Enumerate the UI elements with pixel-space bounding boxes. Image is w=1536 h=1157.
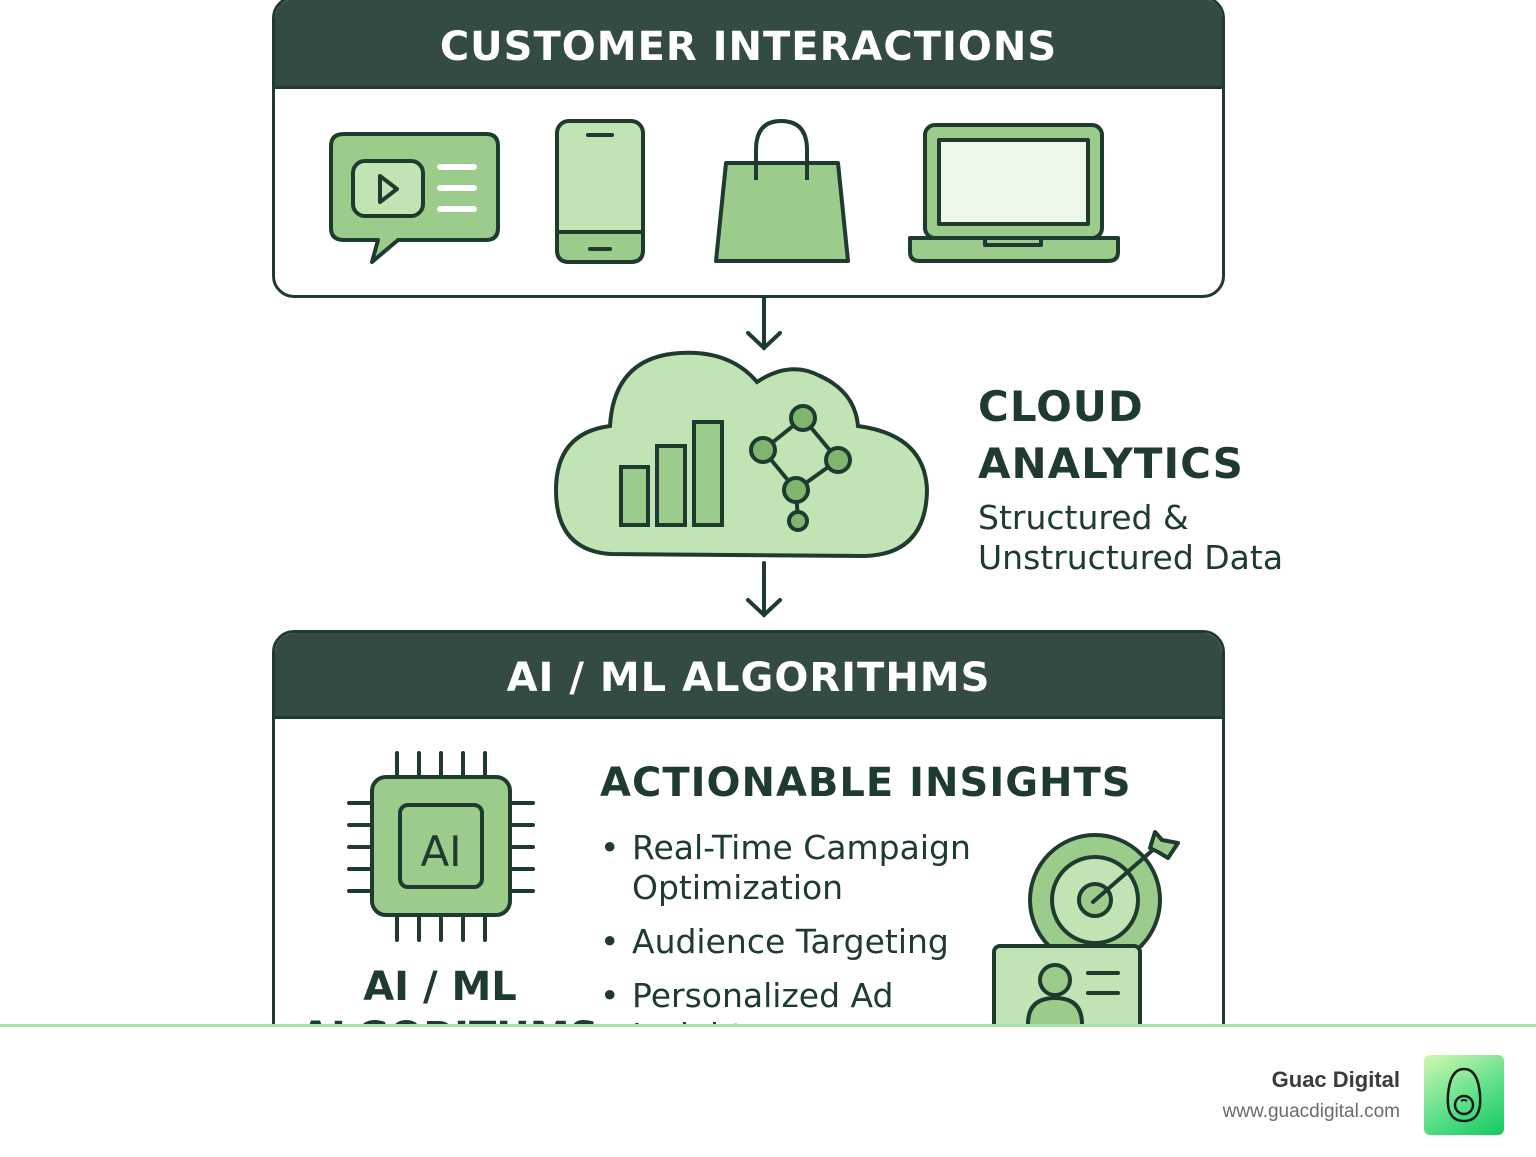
target-icon <box>1028 830 1180 967</box>
smartphone-icon <box>555 119 645 264</box>
cloud-title-line1: CLOUD <box>978 382 1144 431</box>
brand-url[interactable]: www.guacdigital.com <box>1222 1101 1400 1122</box>
cloud-title-line2: ANALYTICS <box>978 439 1244 488</box>
arrow-down-icon <box>746 296 782 351</box>
insight-item: Real-Time Campaign Optimization <box>600 828 1012 908</box>
customer-interactions-title: CUSTOMER INTERACTIONS <box>275 0 1222 89</box>
profile-card-icon <box>992 944 1142 1048</box>
cloud-analytics-subtitle: Structured & Unstructured Data <box>978 498 1283 578</box>
brand-name: Guac Digital <box>1271 1067 1400 1092</box>
cloud-subtitle-line1: Structured & <box>978 498 1189 537</box>
ai-chip-text: AI <box>420 827 461 876</box>
cloud-subtitle-line2: Unstructured Data <box>978 538 1284 577</box>
video-chat-icon <box>329 132 500 264</box>
ai-ml-title: AI / ML ALGORITHMS <box>275 633 1222 719</box>
laptop-icon <box>908 123 1120 263</box>
shopping-bag-icon <box>714 119 850 263</box>
footer: Guac Digital www.guacdigital.com <box>0 1024 1536 1157</box>
insight-item: Audience Targeting <box>600 922 1012 962</box>
avocado-icon <box>1446 1067 1482 1123</box>
cloud-analytics-icon <box>553 350 930 559</box>
brand-logo <box>1424 1055 1504 1135</box>
arrow-down-icon <box>746 561 782 618</box>
ai-chip-icon <box>347 751 535 942</box>
actionable-insights-title: ACTIONABLE INSIGHTS <box>600 760 1132 806</box>
ai-ml-label-line1: AI / ML <box>363 964 517 1010</box>
cloud-analytics-title: CLOUD ANALYTICS <box>978 378 1244 492</box>
